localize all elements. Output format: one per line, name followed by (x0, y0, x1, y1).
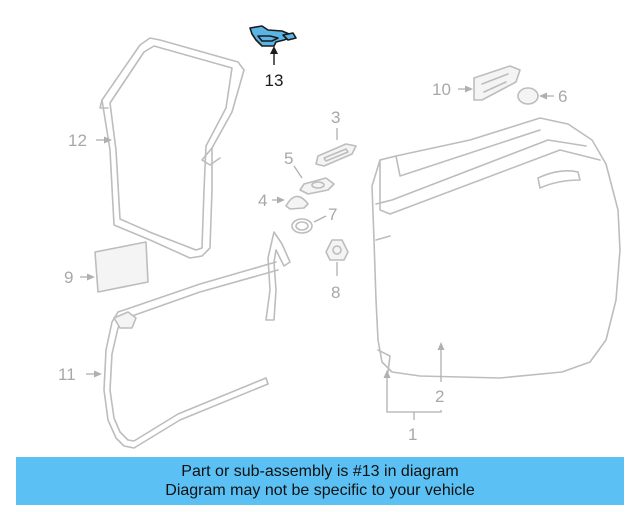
callout-11-leader (86, 370, 102, 378)
callout-2-leader (437, 342, 445, 382)
callout-12-leader (96, 136, 112, 144)
part-10-handle[interactable] (473, 65, 521, 101)
banner-line-2: Diagram may not be specific to your vehi… (165, 482, 475, 499)
part-5-clip[interactable] (299, 177, 335, 195)
callout-3: 3 (331, 108, 340, 127)
callout-10-leader (458, 85, 473, 93)
callout-7-leader (313, 215, 327, 223)
callout-6-leader (539, 92, 554, 100)
callout-2: 2 (435, 387, 444, 406)
callout-9: 9 (64, 268, 73, 287)
part-6-cap[interactable] (517, 87, 539, 105)
part-9-pad[interactable] (94, 241, 149, 293)
part-3-handle-bezel[interactable] (315, 143, 357, 167)
callout-5-leader (293, 165, 303, 179)
callout-9-leader (80, 273, 95, 281)
part-12-frame-weatherstrip[interactable] (99, 37, 245, 259)
part-13-bracket[interactable] (249, 25, 297, 47)
callout-1: 1 (408, 425, 417, 444)
callout-6: 6 (558, 87, 567, 106)
callout-7: 7 (328, 205, 337, 224)
belt-trim-piece[interactable] (265, 231, 291, 321)
part-8-stopper[interactable] (325, 239, 349, 261)
part-1-door-shell[interactable] (371, 117, 621, 379)
part-4-cap[interactable] (285, 195, 309, 210)
callout-4-leader (272, 196, 285, 204)
callout-13: 13 (265, 71, 284, 90)
callout-10: 10 (432, 80, 451, 99)
callout-5: 5 (284, 149, 293, 168)
banner-line-1: Part or sub-assembly is #13 in diagram (181, 463, 459, 480)
callout-4: 4 (258, 191, 267, 210)
callout-11: 11 (58, 365, 76, 384)
callout-1-bracket (383, 370, 442, 420)
part-11-door-weatherstrip[interactable] (103, 261, 279, 449)
callout-12: 12 (68, 131, 87, 150)
part-7-grommet[interactable] (291, 218, 313, 234)
info-banner: Part or sub-assembly is #13 in diagram D… (16, 457, 624, 505)
callout-8: 8 (331, 283, 340, 302)
callout-13-leader (270, 46, 278, 65)
